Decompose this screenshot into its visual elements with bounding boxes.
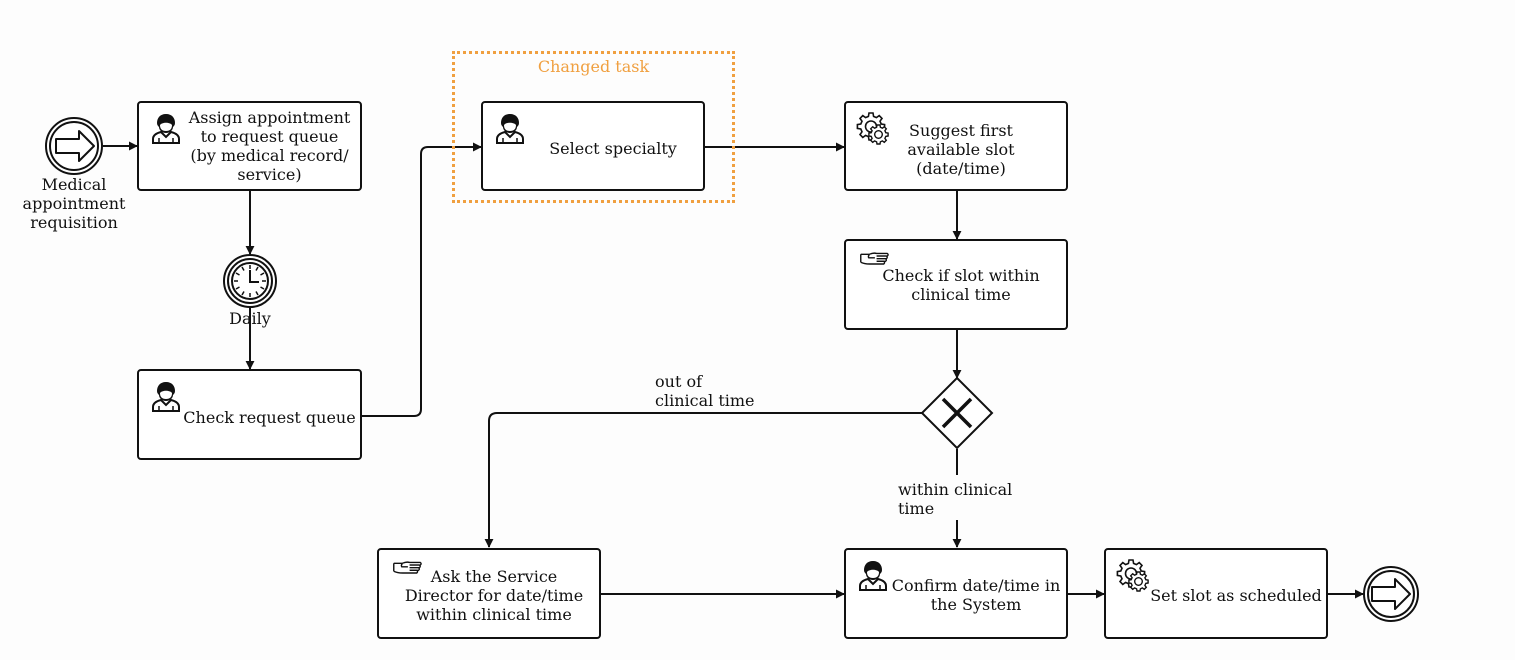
clock-icon [231,262,269,300]
x-icon [941,397,973,429]
changed-task-highlight [452,51,735,203]
changed-task-label: Changed task [537,57,650,76]
task-confirm-datetime[interactable]: Confirm date/time in the System [844,548,1068,639]
user-icon [496,114,524,144]
user-icon [152,114,180,144]
task-assign-appointment[interactable]: Assign appointment to request queue (by … [137,101,362,191]
hand-icon [393,561,422,574]
arrow-right-icon [1371,578,1411,610]
exclusive-gateway[interactable] [920,376,994,450]
user-icon [152,382,180,412]
task-label: Assign appointment to request queue (by … [188,108,351,184]
hand-icon [860,252,889,265]
gear-icon [1116,559,1149,592]
task-label: Check request queue [183,408,356,427]
task-ask-service-director[interactable]: Ask the Service Director for date/time w… [377,548,601,639]
timer-event-label: Daily [229,309,271,328]
gateway-in-label: within clinical time [898,480,1013,518]
task-check-request-queue[interactable]: Check request queue [137,369,362,460]
arrow-right-icon [55,130,95,162]
task-label: Suggest first available slot (date/time) [907,121,1015,178]
gear-icon [856,112,889,145]
task-label: Select specialty [549,139,677,158]
flow-check-queue-to-select[interactable] [362,142,482,417]
task-label: Check if slot within clinical time [882,266,1040,304]
start-event-label: Medical appointment requisition [22,175,126,232]
task-select-specialty[interactable]: Select specialty [481,101,705,191]
task-set-slot-scheduled[interactable]: Set slot as scheduled [1104,548,1328,639]
start-event[interactable] [45,117,103,175]
user-icon [859,561,887,591]
flow-gateway-out-of-time[interactable] [484,412,922,548]
task-suggest-slot[interactable]: Suggest first available slot (date/time) [844,101,1068,191]
timer-event[interactable] [223,254,277,308]
task-label: Set slot as scheduled [1150,586,1322,605]
task-label: Confirm date/time in the System [891,576,1061,614]
task-label: Ask the Service Director for date/time w… [404,567,584,624]
task-check-slot[interactable]: Check if slot within clinical time [844,239,1068,330]
end-event[interactable] [1363,566,1419,622]
gateway-out-label: out of clinical time [655,372,755,410]
